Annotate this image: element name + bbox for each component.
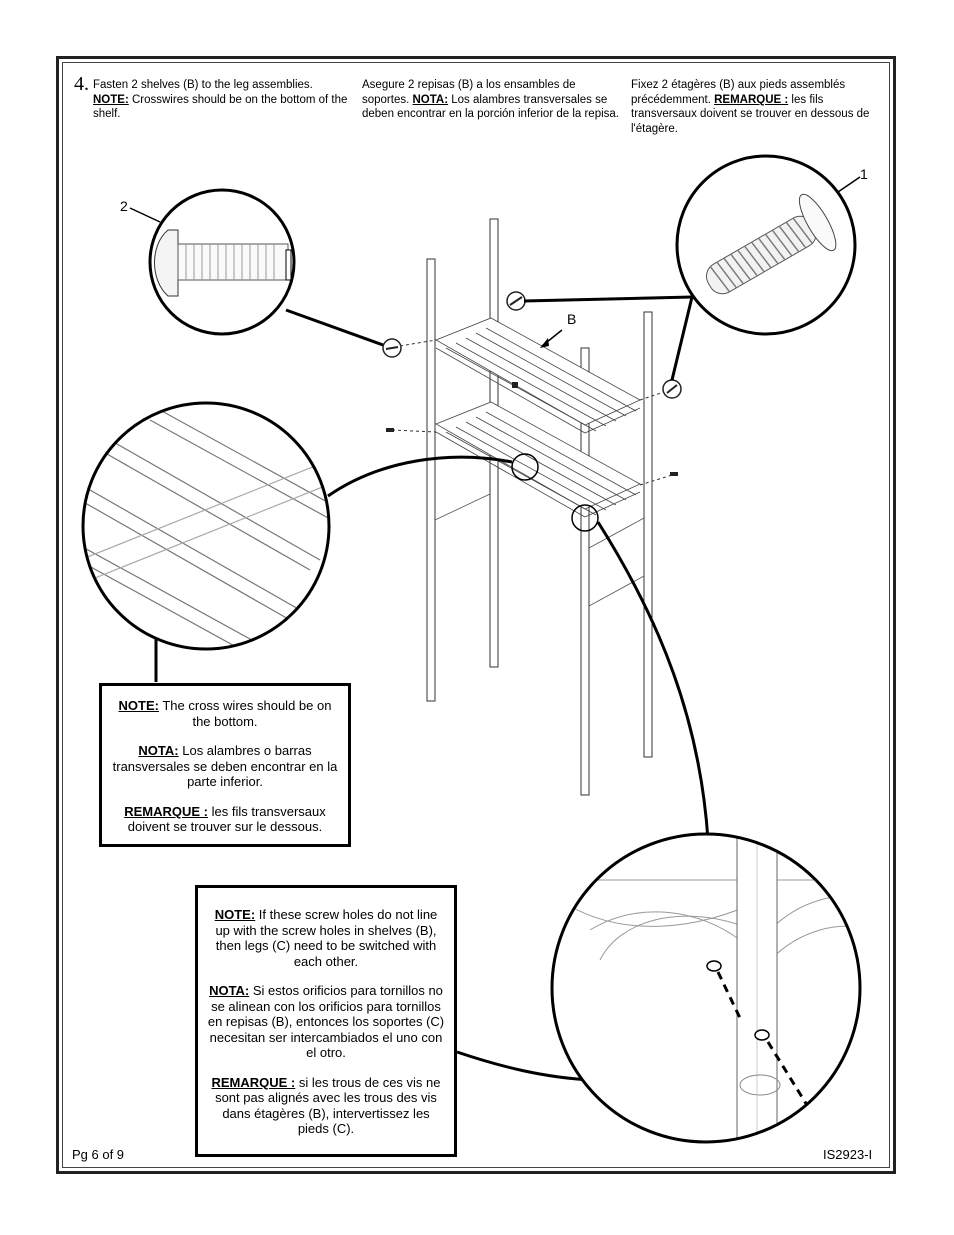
note-2-en: NOTE: If these screw holes do not line u… [206, 907, 446, 969]
page-border-inner [62, 62, 890, 1168]
note-2-fr-text: si les trous de ces vis ne sont pas alig… [215, 1074, 441, 1137]
note-2-en-label: NOTE: [214, 907, 256, 922]
note-1-en: NOTE: The cross wires should be on the b… [110, 698, 340, 729]
document-id: IS2923-I [823, 1147, 873, 1162]
instruction-es-note-text: Los alambres transversales se deben enco… [362, 93, 619, 121]
page-border-outer [56, 56, 896, 1174]
note-1-fr-label: REMARQUE : [124, 803, 208, 819]
callout-screw-1: 1 [860, 166, 868, 182]
note-box-crosswires: NOTE: The cross wires should be on the b… [99, 683, 351, 847]
callout-screw-2: 2 [120, 198, 128, 214]
zoom-screw-holes [552, 834, 860, 1142]
note-2-es-label: NOTA: [209, 983, 250, 998]
note-1-fr: REMARQUE : les fils transversaux doivent… [110, 804, 340, 835]
instruction-fr: Fixez 2 étagères (B) aux pieds assemblés… [631, 78, 883, 136]
zoom-screw-2 [150, 190, 294, 334]
instruction-en-note-text: Crosswires should be on the bottom of th… [93, 93, 348, 121]
instruction-en-note-label: NOTE: [93, 93, 129, 106]
note-2-en-text: If these screw holes do not line up with… [215, 907, 438, 969]
zoom-crosswires [83, 403, 329, 649]
callout-shelf-b: B [567, 311, 577, 327]
note-2-es-text: Si estos orificios para tornillos no se … [207, 983, 445, 1060]
instruction-es-text: Asegure 2 repisas (B) a los ensambles de… [362, 79, 576, 106]
note-1-fr-text: les fils transversaux doivent se trouver… [127, 803, 326, 835]
screw-hole-lower [754, 1029, 770, 1041]
note-2-es: NOTA: Si estos orificios para tornillos … [206, 983, 446, 1061]
instruction-fr-text: Fixez 2 étagères (B) aux pieds assemblés… [631, 79, 846, 106]
note-1-en-label: NOTE: [118, 698, 159, 713]
screw-hole-upper [706, 960, 722, 972]
instruction-en: Fasten 2 shelves (B) to the leg assembli… [93, 78, 351, 122]
zoom-screw-1 [677, 156, 855, 334]
note-1-es-label: NOTA: [138, 743, 179, 758]
shelf-b-lower [435, 401, 641, 518]
note-1-es-text: Los alambres o barras transversales se d… [112, 743, 338, 789]
leg-back-right [643, 311, 653, 758]
rack-legs [426, 218, 653, 796]
instruction-es: Asegure 2 repisas (B) a los ensambles de… [362, 78, 624, 122]
note-2-fr: REMARQUE : si les trous de ces vis ne so… [206, 1075, 446, 1137]
note-2-fr-label: REMARQUE : [211, 1074, 296, 1090]
detail-circle-crosswire [511, 453, 539, 481]
detail-circle-hole [571, 504, 599, 532]
step-number: 4. [74, 73, 89, 95]
note-box-screw-holes: NOTE: If these screw holes do not line u… [195, 885, 457, 1157]
leg-front-left [426, 258, 436, 702]
note-1-es: NOTA: Los alambres o barras transversale… [110, 743, 340, 790]
instruction-fr-note-text: les fils transversaux doivent se trouver… [631, 93, 870, 135]
page-number: Pg 6 of 9 [72, 1147, 125, 1162]
instruction-en-text: Fasten 2 shelves (B) to the leg assembli… [93, 79, 313, 91]
instruction-fr-note-label: REMARQUE : [714, 93, 789, 106]
note-1-en-text: The cross wires should be on the bottom. [158, 698, 332, 729]
leg-front-right [580, 347, 590, 796]
shelf-b-upper [435, 317, 641, 434]
instruction-es-note-label: NOTA: [412, 93, 449, 106]
